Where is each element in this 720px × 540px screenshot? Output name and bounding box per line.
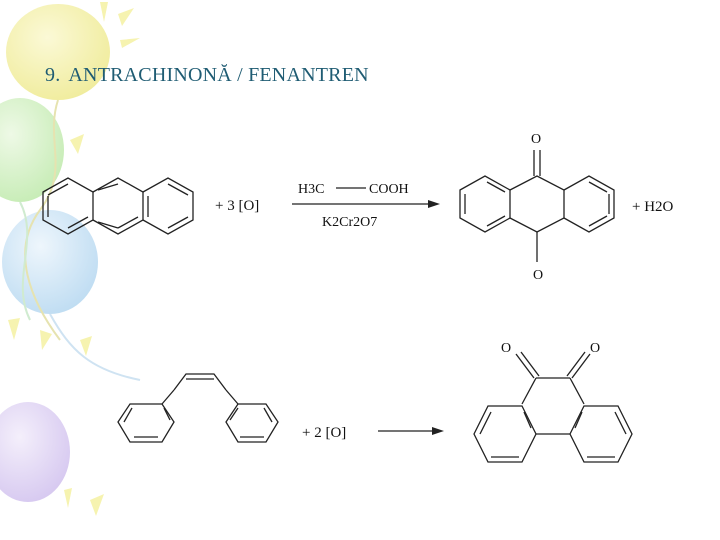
- balloon-string-2: [19, 201, 31, 321]
- anthraquinone-structure: [459, 150, 615, 262]
- purple-balloon: [0, 402, 70, 502]
- slide-title-text: ANTRACHINONĂ / FENANTREN: [68, 64, 369, 86]
- oxidant-label: K2Cr2O7: [322, 215, 377, 230]
- green-balloon: [0, 98, 64, 202]
- balloon-string-3: [49, 313, 141, 381]
- slide-number: 9.: [45, 64, 61, 86]
- reagent-term-1: + 3 [O]: [215, 198, 259, 214]
- phenanthrene-structure: [117, 373, 279, 443]
- reaction-arrow-2: [378, 427, 444, 435]
- product2-oxygen-right: O: [590, 341, 600, 356]
- solvent-left: H3C: [298, 182, 324, 197]
- blue-balloon: [2, 210, 98, 314]
- phenanthrenequinone-structure: [473, 351, 633, 463]
- anthracene-structure: [42, 177, 194, 235]
- reaction-arrow-1: [292, 200, 440, 208]
- sparkle-rays: [8, 2, 140, 516]
- byproduct-label: + H2O: [632, 199, 674, 215]
- solvent-right: COOH: [369, 182, 409, 197]
- reagent-term-2: + 2 [O]: [302, 425, 346, 441]
- yellow-balloon: [6, 4, 110, 100]
- product-oxygen-top: O: [531, 132, 541, 147]
- balloon-string: [24, 99, 61, 341]
- product-oxygen-bottom: O: [533, 268, 543, 283]
- product2-oxygen-left: O: [501, 341, 511, 356]
- slide-title: 9. ANTRACHINONĂ / FENANTREN: [45, 64, 369, 87]
